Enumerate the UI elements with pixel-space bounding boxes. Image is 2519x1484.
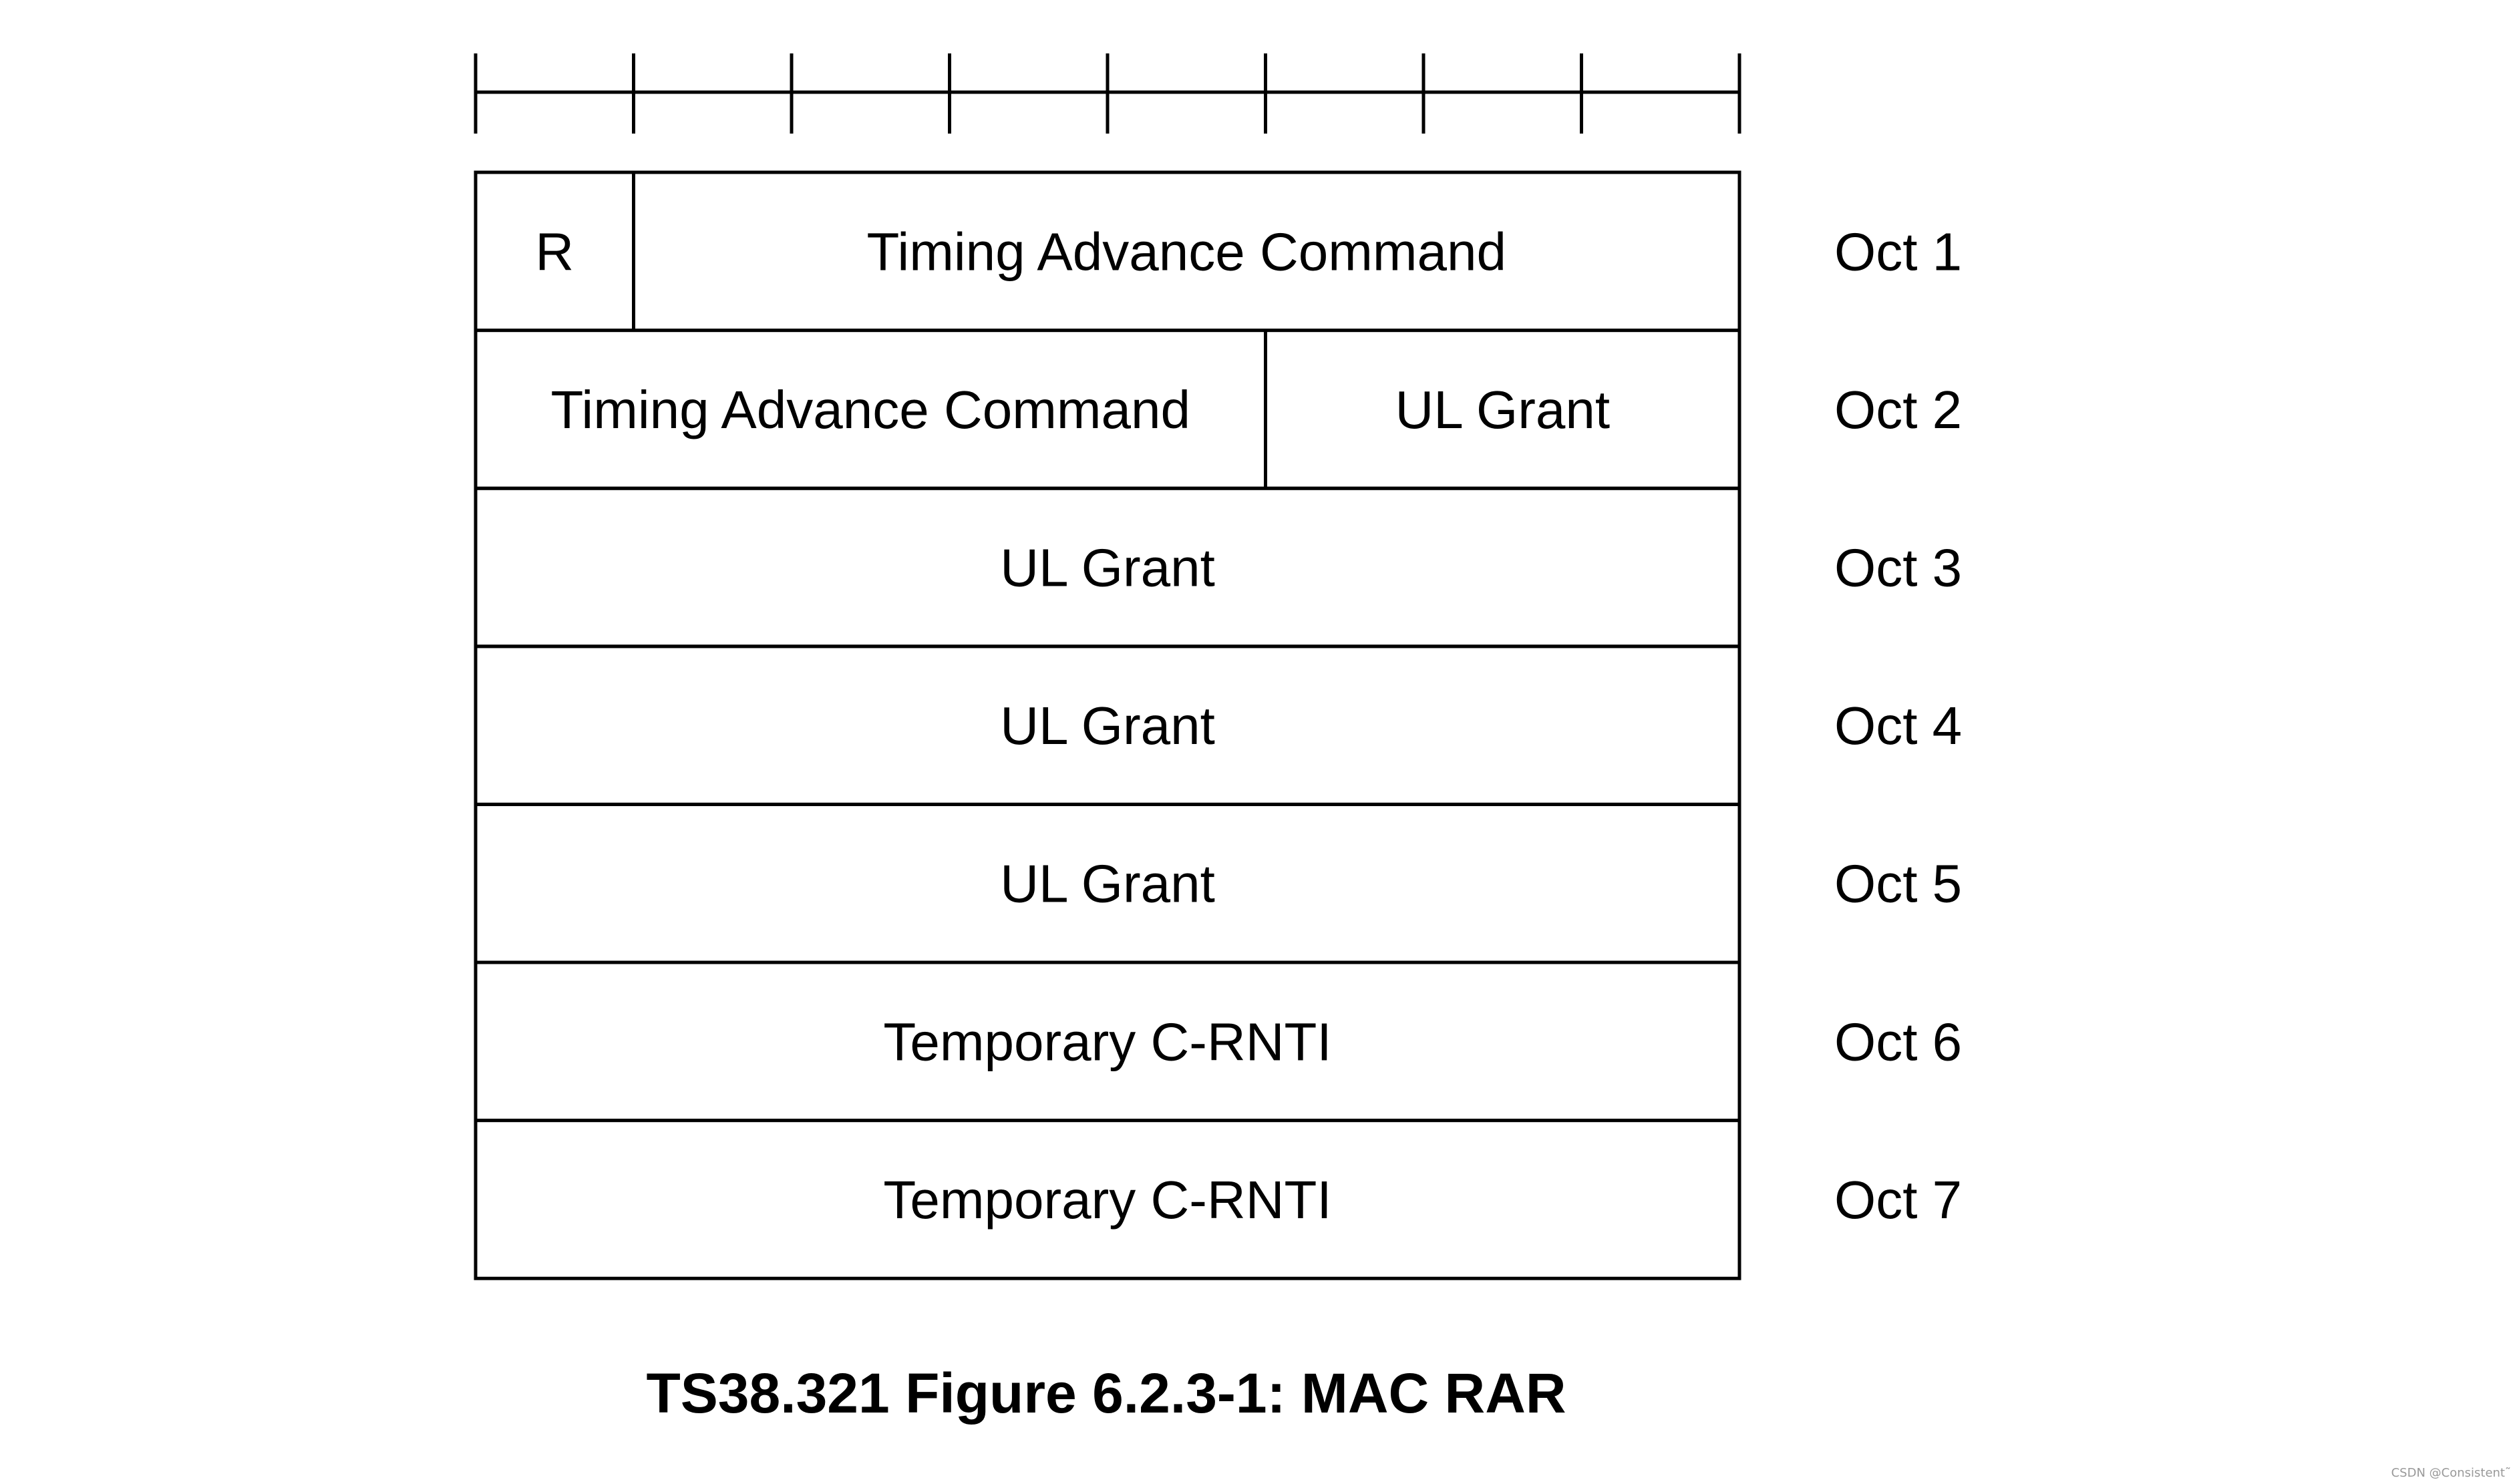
octet-row: UL Grant <box>474 644 1741 806</box>
field-label: UL Grant <box>1000 696 1215 755</box>
field-label: UL Grant <box>1000 854 1215 914</box>
field-label: Timing Advance Command <box>551 380 1190 439</box>
field-label: Temporary C-RNTI <box>883 1170 1331 1230</box>
field-label: R <box>535 222 574 281</box>
octet-label: Oct 5 <box>1834 854 1962 914</box>
octet-label: Oct 6 <box>1834 1012 1962 1071</box>
figure-caption: TS38.321 Figure 6.2.3-1: MAC RAR <box>646 1362 1566 1425</box>
row-border <box>474 1119 1741 1280</box>
field-label: UL Grant <box>1395 380 1610 439</box>
watermark: CSDN @Consistent˜ <box>2391 1466 2511 1480</box>
bit-ruler <box>474 53 1741 134</box>
field-label: Temporary C-RNTI <box>883 1012 1331 1071</box>
octet-row: Timing Advance Command UL Grant <box>474 329 1741 490</box>
field-label: Timing Advance Command <box>867 222 1506 281</box>
octet-label: Oct 1 <box>1834 222 1962 281</box>
octet-row: UL Grant <box>474 802 1741 964</box>
octet-label: Oct 2 <box>1834 380 1962 439</box>
octet-row: R Timing Advance Command <box>474 170 1741 333</box>
field-label: UL Grant <box>1000 538 1215 598</box>
octet-label: Oct 7 <box>1834 1170 1962 1230</box>
octet-row: UL Grant <box>474 486 1741 648</box>
octet-row: Temporary C-RNTI <box>474 1119 1741 1280</box>
octet-label: Oct 4 <box>1834 696 1962 755</box>
octet-row: Temporary C-RNTI <box>474 960 1741 1123</box>
octet-label: Oct 3 <box>1834 538 1962 598</box>
octet-labels: Oct 1 Oct 2 Oct 3 Oct 4 Oct 5 Oct 6 Oct 7 <box>1834 222 1962 1230</box>
